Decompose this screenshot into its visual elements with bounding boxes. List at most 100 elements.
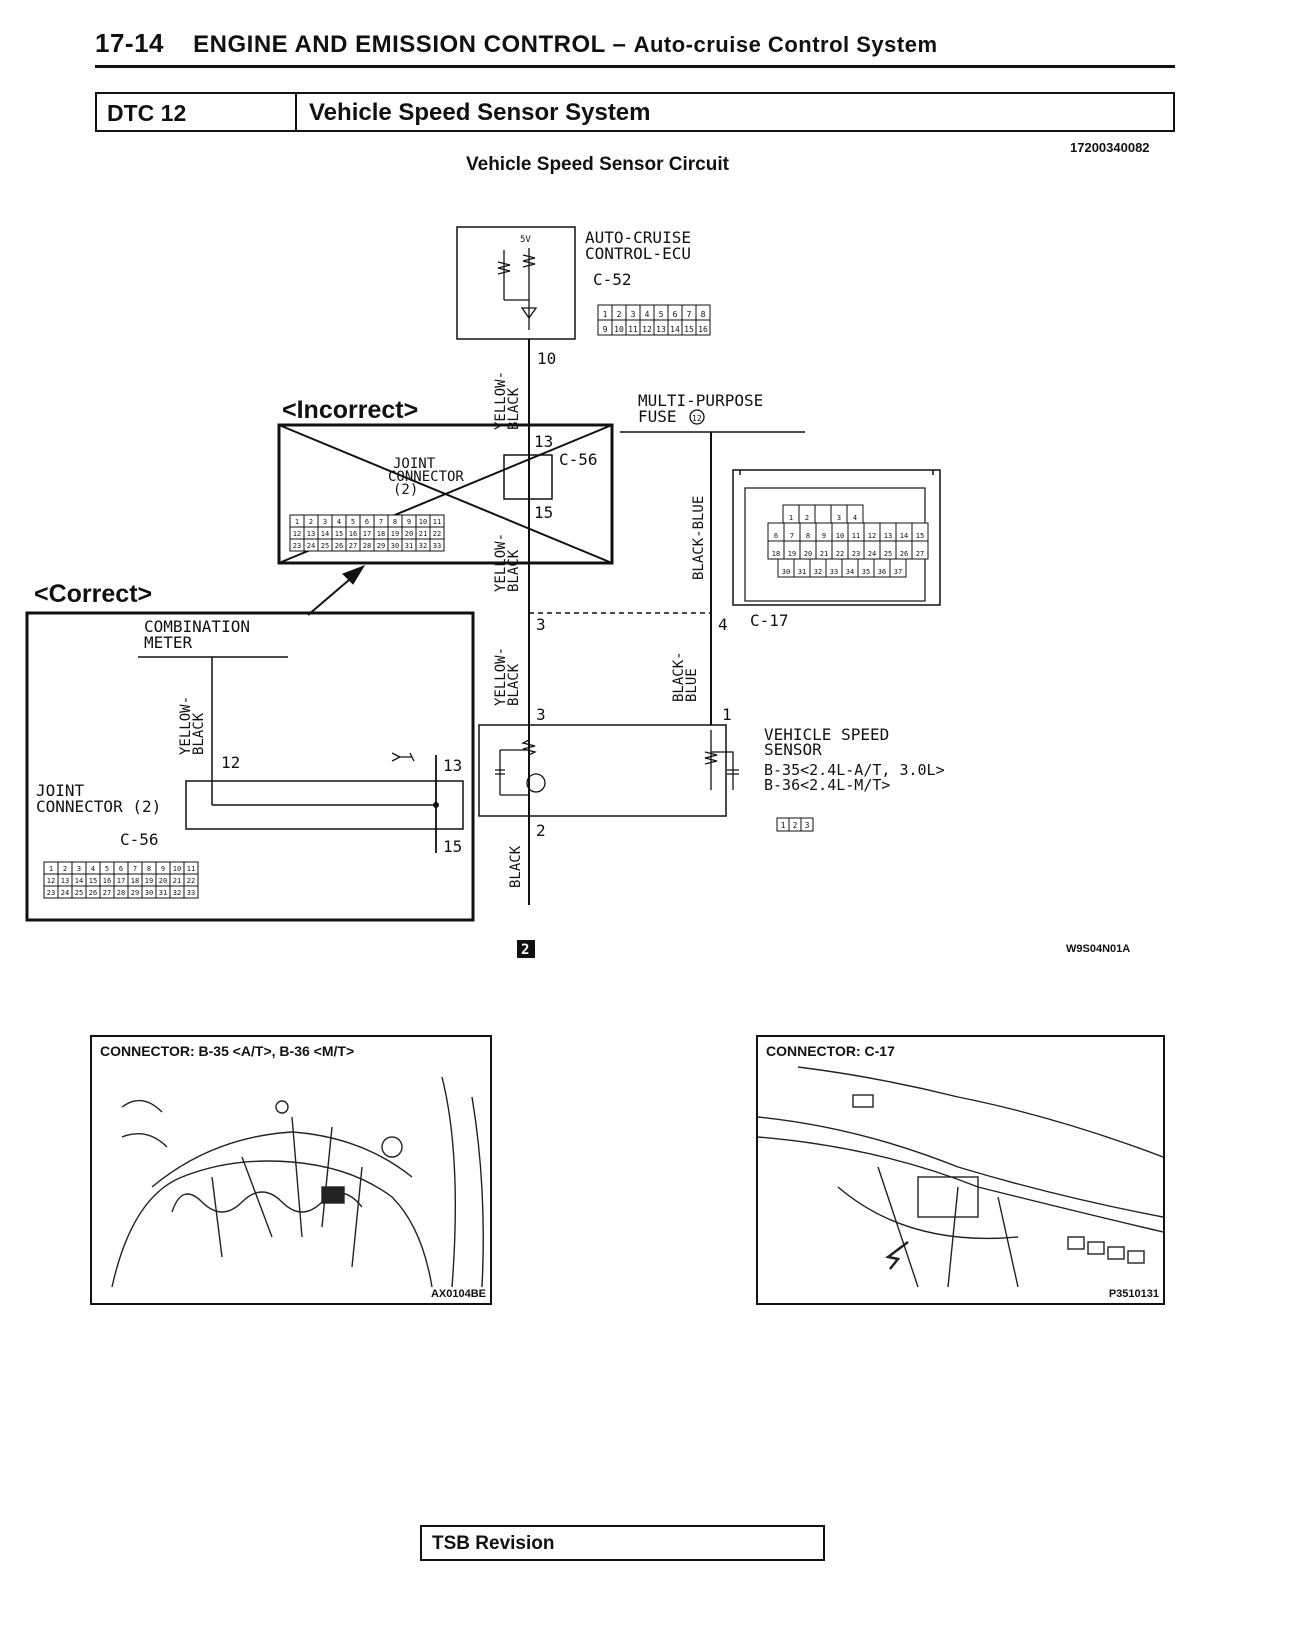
- pin-label: 9: [161, 865, 165, 873]
- pin-label: 19: [391, 530, 399, 538]
- correct-joint-connector: C-56: [120, 830, 159, 849]
- pin-cell: [695, 319, 711, 336]
- svg-text:YELLOW-: YELLOW-: [493, 647, 509, 706]
- ecu-resistor-icon: [522, 248, 536, 270]
- ecu-diode-icon: [520, 270, 538, 330]
- pin-label: 30: [391, 542, 399, 550]
- fuse-number: 12: [692, 414, 702, 423]
- pin-label: 1: [603, 310, 608, 319]
- pin-label: 37: [894, 568, 902, 576]
- incorrect-joint-2: CONNECTOR: [388, 469, 464, 485]
- pin-label: 36: [878, 568, 886, 576]
- svg-text:BLUE: BLUE: [684, 668, 700, 702]
- pin-label: 14: [670, 325, 680, 334]
- relay4-icon: [1127, 1250, 1145, 1264]
- pin-label: 3: [77, 865, 81, 873]
- pin-cell: [814, 504, 832, 524]
- pin-label: 14: [321, 530, 329, 538]
- pin-label: 16: [349, 530, 357, 538]
- correct-arrow-line: [307, 573, 357, 616]
- pin-label: 27: [916, 550, 924, 558]
- pin-label: 8: [393, 518, 397, 526]
- pin-label: 6: [774, 532, 778, 540]
- pin-label: 27: [349, 542, 357, 550]
- ecu-name-2: CONTROL-ECU: [585, 244, 691, 263]
- connector-photo-c17: CONNECTOR: C-17 P3510131: [756, 1035, 1165, 1305]
- pin-label: 31: [159, 889, 167, 897]
- c17-connector-id: C-17: [750, 611, 789, 630]
- wire-label-black-blue-upper: BLACK-BLUE: [691, 496, 707, 580]
- pin-label: 13: [61, 877, 69, 885]
- relay2-icon: [1087, 1241, 1105, 1255]
- pin-label: 2: [309, 518, 313, 526]
- ground-ref: 2: [521, 942, 529, 958]
- pin-label: 4: [853, 514, 857, 522]
- pin-label: 20: [804, 550, 812, 558]
- incorrect-box: [277, 423, 614, 565]
- pin-label: 3: [631, 310, 636, 319]
- c56-incorrect-id: C-56: [559, 450, 598, 469]
- pin-label: 30: [782, 568, 790, 576]
- relay3-icon: [1107, 1246, 1125, 1260]
- vss-terminal-2: 2: [536, 821, 546, 840]
- pin-label: 1: [781, 821, 786, 830]
- detail-icon: [121, 1099, 168, 1148]
- pin-label: 4: [645, 310, 650, 319]
- wire-label-black: BLACK: [508, 845, 524, 888]
- pin-label: 33: [433, 542, 441, 550]
- c17-arrow-icon: [885, 1241, 909, 1270]
- pin-label: 6: [119, 865, 123, 873]
- pin-label: 25: [884, 550, 892, 558]
- correct-terminal-15: 15: [443, 837, 462, 856]
- wiring-icon: [837, 1166, 1019, 1288]
- connector-photo-b35-b36: CONNECTOR: B-35 <A/T>, B-36 <M/T> AX0104…: [90, 1035, 492, 1305]
- vss-transistor-icon: [526, 773, 546, 793]
- pin-label: 24: [61, 889, 69, 897]
- correct-label: <Correct>: [34, 580, 152, 608]
- pin-label: 18: [772, 550, 780, 558]
- vss-terminal-3: 3: [536, 705, 546, 724]
- pin-label: 15: [916, 532, 924, 540]
- ecu-terminal: 10: [537, 349, 556, 368]
- pin-label: 28: [363, 542, 371, 550]
- pin-label: 7: [687, 310, 692, 319]
- pin-label: 19: [788, 550, 796, 558]
- fender-icon: [441, 1076, 484, 1288]
- dash-top-icon: [797, 1066, 1164, 1158]
- pin-label: 10: [173, 865, 181, 873]
- pin-label: 34: [846, 568, 854, 576]
- pin-label: 11: [433, 518, 441, 526]
- dtc-title-box: DTC 12 Vehicle Speed Sensor System: [95, 92, 1175, 132]
- pin-label: 12: [868, 532, 876, 540]
- svg-text:BLACK: BLACK: [506, 387, 522, 430]
- c17-terminal-4: 4: [718, 615, 728, 634]
- pin-label: 13: [656, 325, 666, 334]
- engine-outline-icon: [111, 1160, 433, 1288]
- pin-label: 6: [673, 310, 678, 319]
- incorrect-terminal-13: 13: [534, 432, 553, 451]
- incorrect-label: <Incorrect>: [282, 396, 418, 424]
- wire-label-black-blue-lower: BLACK- BLUE: [671, 651, 700, 702]
- thumb-right-code: P3510131: [1108, 1288, 1159, 1300]
- page-header: 17-14 ENGINE AND EMISSION CONTROL – Auto…: [95, 28, 938, 59]
- pin-label: 4: [91, 865, 95, 873]
- pin-label: 12: [293, 530, 301, 538]
- c17-connector-face: [732, 469, 941, 606]
- pin-label: 11: [628, 325, 638, 334]
- diagram-code: W9S04N01A: [1066, 943, 1130, 955]
- pin-label: 22: [433, 530, 441, 538]
- svg-text:BLACK: BLACK: [508, 845, 524, 888]
- pin-label: 1: [49, 865, 53, 873]
- pin-label: 29: [131, 889, 139, 897]
- pin-label: 20: [405, 530, 413, 538]
- pin-label: 15: [89, 877, 97, 885]
- correct-joint-dot: [433, 802, 439, 808]
- pin-label: 18: [131, 877, 139, 885]
- vss-terminal-1: 1: [722, 705, 732, 724]
- tsb-revision-box: TSB Revision: [420, 1525, 825, 1561]
- vss-connector-b35: B-35<2.4L-A/T, 3.0L>: [764, 761, 945, 779]
- pin-label: 1: [295, 518, 299, 526]
- engine-bay-illustration: [111, 1076, 484, 1288]
- sensor-icon: [275, 1100, 289, 1114]
